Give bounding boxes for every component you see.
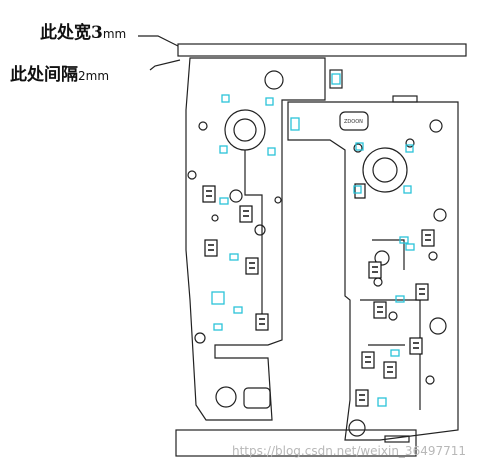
bottom-strip xyxy=(175,429,417,457)
left-board-outline xyxy=(185,57,326,421)
connector xyxy=(421,229,435,247)
connector xyxy=(239,205,253,223)
connector xyxy=(361,351,375,369)
hole xyxy=(429,317,447,335)
connector xyxy=(354,183,366,199)
hole xyxy=(264,70,284,90)
hole xyxy=(274,196,282,204)
hole xyxy=(405,138,415,148)
width-annotation-unit: mm xyxy=(102,27,127,41)
hole xyxy=(374,250,390,266)
gap-annotation: 此处间隔2mm xyxy=(10,60,109,85)
hole xyxy=(425,375,435,385)
cyan-component xyxy=(399,236,409,244)
connector xyxy=(255,313,269,331)
cyan-component xyxy=(405,144,414,153)
hole xyxy=(348,419,366,437)
cyan-component xyxy=(355,142,364,151)
hole xyxy=(433,208,447,222)
hole xyxy=(353,143,363,153)
cyan-component xyxy=(265,97,274,106)
hole xyxy=(187,170,197,180)
connector xyxy=(355,389,369,407)
connector xyxy=(409,337,423,355)
gear-inner xyxy=(233,118,257,142)
hole xyxy=(373,277,383,287)
hole xyxy=(211,214,219,222)
connector xyxy=(373,301,387,319)
width-annotation-text: 此处宽3 xyxy=(40,23,103,43)
cyan-component xyxy=(290,117,300,131)
right-trace xyxy=(372,239,405,270)
connector xyxy=(383,361,397,379)
hole xyxy=(429,119,443,133)
connector xyxy=(202,185,216,203)
gear-inner xyxy=(372,157,398,183)
pad xyxy=(392,95,418,103)
cyan-component xyxy=(353,185,362,194)
watermark: https://blog.csdn.net/weixin_36497711 xyxy=(232,444,467,458)
board-label: ZDOON xyxy=(344,119,363,125)
hole xyxy=(254,224,266,236)
hole xyxy=(215,386,237,408)
hole xyxy=(198,121,208,131)
width-annotation: 此处宽3mm xyxy=(40,18,126,43)
hole xyxy=(194,332,206,344)
cyan-component xyxy=(233,306,243,314)
connector xyxy=(204,239,218,257)
pad xyxy=(243,387,271,409)
right-board-outline xyxy=(287,101,459,441)
hole xyxy=(388,311,398,321)
cyan-component xyxy=(213,323,223,331)
connector xyxy=(245,257,259,275)
cyan-component xyxy=(267,147,276,156)
cyan-component xyxy=(219,145,228,154)
cyan-component xyxy=(390,349,400,357)
cyan-component xyxy=(405,243,415,251)
cyan-component xyxy=(211,291,225,305)
cyan-component xyxy=(377,397,387,407)
cyan-component xyxy=(229,253,239,261)
width-leader-line xyxy=(138,35,179,47)
gear-outer xyxy=(224,109,266,151)
pad xyxy=(329,69,343,89)
cyan-component xyxy=(403,185,412,194)
pad xyxy=(384,435,410,443)
top-strip xyxy=(177,43,467,57)
gap-leader-line xyxy=(149,59,181,71)
hole xyxy=(428,251,438,261)
hole xyxy=(229,189,243,203)
cyan-component xyxy=(395,295,405,303)
left-trace xyxy=(244,150,263,330)
connector xyxy=(415,283,429,301)
gap-annotation-text: 此处间隔 xyxy=(10,65,78,85)
gear-outer xyxy=(362,147,408,193)
pad xyxy=(339,111,369,131)
cyan-component xyxy=(331,73,341,85)
cyan-component xyxy=(221,94,230,103)
connector xyxy=(368,261,382,279)
gap-annotation-unit: 2mm xyxy=(78,69,110,83)
cyan-component xyxy=(219,197,229,205)
